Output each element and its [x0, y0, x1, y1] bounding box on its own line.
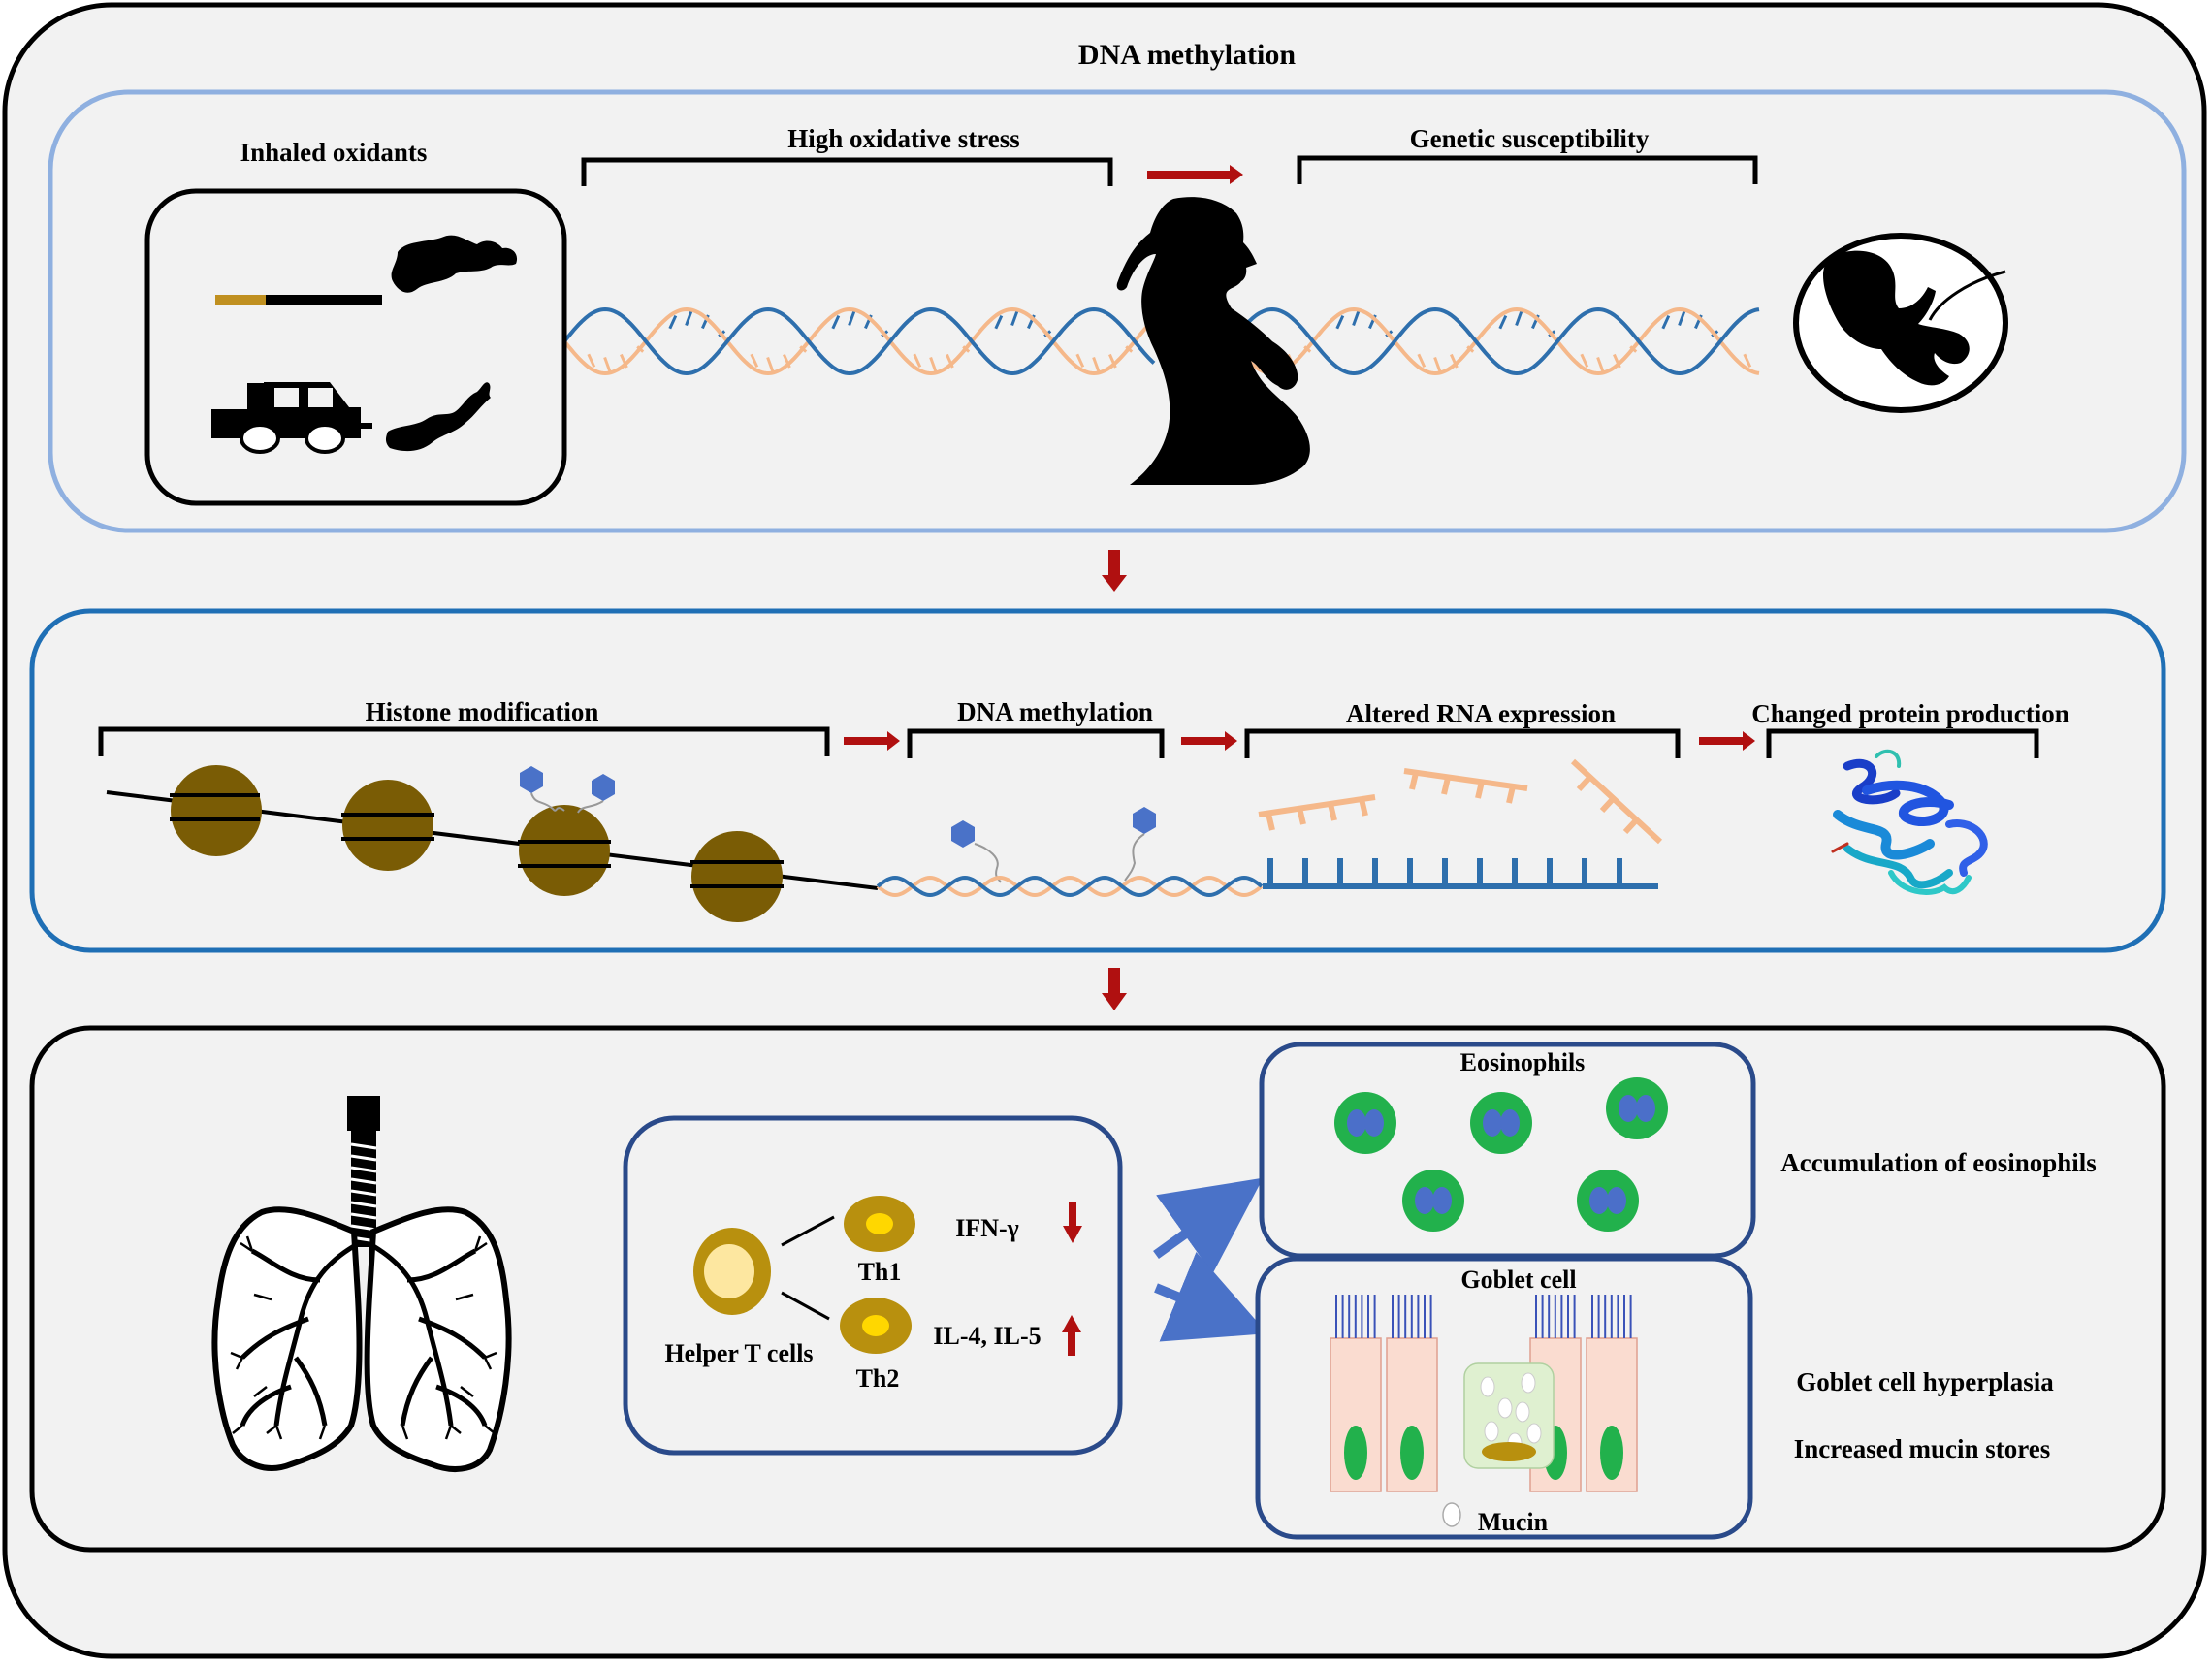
label-dna-methylation: DNA methylation [957, 697, 1153, 726]
inhaled-oxidants-box [144, 188, 567, 506]
bracket-protein [1766, 728, 2039, 758]
panel-epigenetic [29, 608, 2166, 953]
bracket-methylation [907, 728, 1165, 758]
umbilical-cord [1928, 270, 2006, 321]
arrow-right-icon [844, 731, 900, 751]
label-goblet-hyperplasia: Goblet cell hyperplasia [1796, 1367, 2054, 1396]
lungs-icon [211, 1096, 512, 1472]
goblet-cell-icon [1330, 1295, 1638, 1492]
t-cell-icon [693, 1196, 915, 1354]
main-title: DNA methylation [1078, 39, 1296, 71]
exhaust-icon [386, 382, 491, 452]
bracket-oxidative-stress [581, 157, 1113, 186]
arrow-up-icon [1062, 1315, 1081, 1356]
nucleosome-icon [106, 765, 879, 922]
arrow-to-eosinophils [1153, 1177, 1264, 1274]
label-genetic-susceptibility: Genetic susceptibility [1410, 124, 1650, 153]
label-high-oxidative-stress: High oxidative stress [787, 124, 1020, 153]
label-eosinophils: Eosinophils [1460, 1048, 1586, 1076]
methyl-group-icon [520, 766, 1156, 883]
arrow-right-icon [1147, 165, 1243, 184]
arrow-to-goblet [1154, 1251, 1268, 1342]
cigarette-icon [215, 295, 382, 305]
arrow-down-icon [1102, 550, 1127, 592]
label-accumulation-eosinophils: Accumulation of eosinophils [1780, 1148, 2097, 1177]
arrow-right-icon [1181, 731, 1237, 751]
arrow-down-icon [1102, 968, 1127, 1010]
car-icon [211, 382, 372, 454]
helper-t-cells-box [623, 1115, 1123, 1456]
label-ifn-gamma: IFN-γ [955, 1214, 1019, 1242]
smoke-icon [391, 235, 518, 293]
label-altered-rna-expression: Altered RNA expression [1346, 699, 1616, 728]
dna-helix-icon [562, 306, 1760, 376]
eosinophil-icon [1334, 1077, 1668, 1232]
label-mucin-stores: Increased mucin stores [1794, 1434, 2051, 1463]
label-mucin: Mucin [1478, 1508, 1549, 1536]
label-th2: Th2 [856, 1364, 900, 1393]
bracket-rna [1244, 728, 1681, 758]
dna-helix-icon [876, 875, 1264, 898]
rna-strand-icon [1258, 758, 1663, 889]
fetus-icon [1823, 250, 1970, 386]
label-il4-il5: IL-4, IL-5 [933, 1322, 1041, 1350]
label-helper-t-cells: Helper T cells [664, 1339, 813, 1367]
arrow-right-icon [1699, 731, 1755, 751]
label-goblet-cell: Goblet cell [1460, 1266, 1576, 1294]
label-changed-protein-production: Changed protein production [1751, 699, 2069, 728]
label-histone-modification: Histone modification [366, 697, 599, 726]
pregnant-woman-icon [1116, 197, 1310, 485]
label-inhaled-oxidants: Inhaled oxidants [240, 138, 428, 167]
mucin-icon [1442, 1502, 1461, 1527]
bracket-histone [98, 726, 830, 756]
arrow-down-icon [1063, 1202, 1082, 1243]
panel-exposure [48, 89, 2187, 533]
label-th1: Th1 [858, 1258, 902, 1286]
protein-structure-icon [1831, 749, 1988, 895]
bracket-genetic-susceptibility [1297, 155, 1758, 184]
